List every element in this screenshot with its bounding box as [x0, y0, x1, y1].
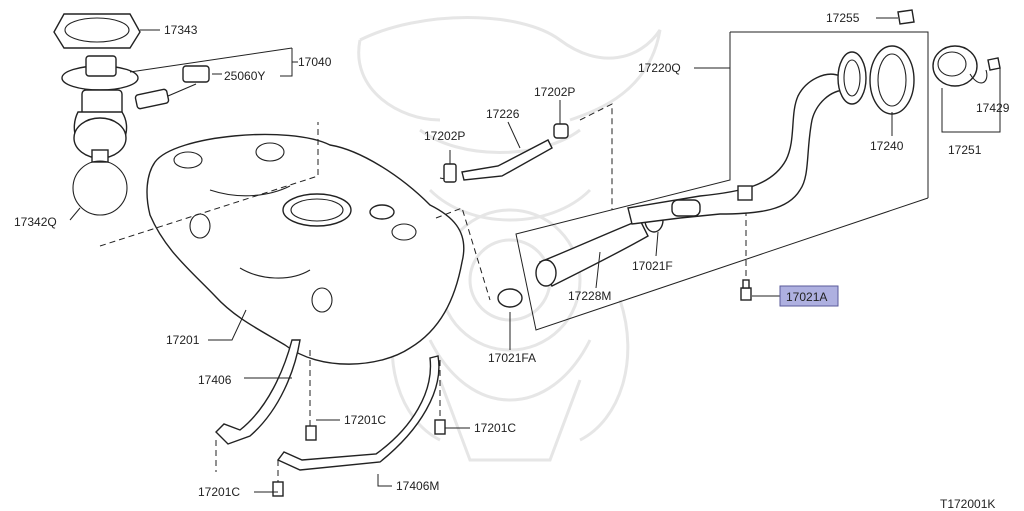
- clamp-17021FA[interactable]: [497, 288, 523, 308]
- fuel-tank-17201[interactable]: [146, 133, 465, 365]
- label-17021A[interactable]: 17021A: [786, 290, 827, 304]
- bolt-17201C-c[interactable]: [272, 481, 284, 497]
- fuel-level-sensor-25060Y[interactable]: [134, 65, 210, 110]
- bolt-17201C-a[interactable]: [305, 425, 317, 441]
- label-17201C-c[interactable]: 17201C: [198, 485, 240, 499]
- label-17201C-a[interactable]: 17201C: [344, 413, 386, 427]
- cap-clip-17255[interactable]: [897, 9, 915, 25]
- label-17202P-right[interactable]: 17202P: [534, 85, 575, 99]
- label-17429[interactable]: 17429: [976, 101, 1010, 115]
- label-17202P-left[interactable]: 17202P: [424, 129, 465, 143]
- strap-17406M[interactable]: [276, 355, 440, 471]
- label-17021F[interactable]: 17021F: [632, 259, 673, 273]
- leader-lines: [69, 17, 1001, 493]
- fuel-pump-module-17040[interactable]: [61, 55, 139, 163]
- label-17342Q[interactable]: 17342Q: [14, 215, 57, 229]
- guide-line: [435, 207, 491, 301]
- filler-cap-17251[interactable]: [932, 45, 988, 87]
- cap-tether-17429[interactable]: [987, 57, 1001, 71]
- label-17240[interactable]: 17240: [870, 139, 904, 153]
- seal-ring-17240[interactable]: [869, 45, 915, 115]
- label-17040[interactable]: 17040: [298, 55, 332, 69]
- strap-17406[interactable]: [215, 339, 301, 445]
- highlight-box: [779, 285, 839, 307]
- bolt-17201C-b[interactable]: [434, 419, 446, 435]
- label-17406[interactable]: 17406: [198, 373, 232, 387]
- label-25060Y[interactable]: 25060Y: [224, 69, 265, 83]
- label-17021FA[interactable]: 17021FA: [488, 351, 536, 365]
- clamp-17202P-right[interactable]: [553, 123, 569, 139]
- label-17228M[interactable]: 17228M: [568, 289, 611, 303]
- label-17343[interactable]: 17343: [164, 23, 198, 37]
- label-17226[interactable]: 17226: [486, 107, 520, 121]
- filler-tube-17220Q[interactable]: [627, 51, 867, 225]
- label-17255[interactable]: 17255: [826, 11, 860, 25]
- diagram-code: T172001K: [940, 497, 995, 511]
- label-17251[interactable]: 17251: [948, 143, 982, 157]
- label-17406M[interactable]: 17406M: [396, 479, 439, 493]
- label-17201C-b[interactable]: 17201C: [474, 421, 516, 435]
- bolt-17021A[interactable]: [740, 279, 752, 301]
- label-17220Q[interactable]: 17220Q: [638, 61, 681, 75]
- lock-ring-17343[interactable]: [53, 13, 141, 49]
- clamp-17202P-left[interactable]: [443, 163, 457, 183]
- label-17201[interactable]: 17201: [166, 333, 200, 347]
- o-ring-17342Q[interactable]: [72, 160, 128, 216]
- guide-line: [99, 122, 319, 247]
- guide-line: [579, 103, 613, 210]
- filler-hose-17228M[interactable]: [535, 219, 649, 287]
- hose-17226[interactable]: [461, 139, 553, 181]
